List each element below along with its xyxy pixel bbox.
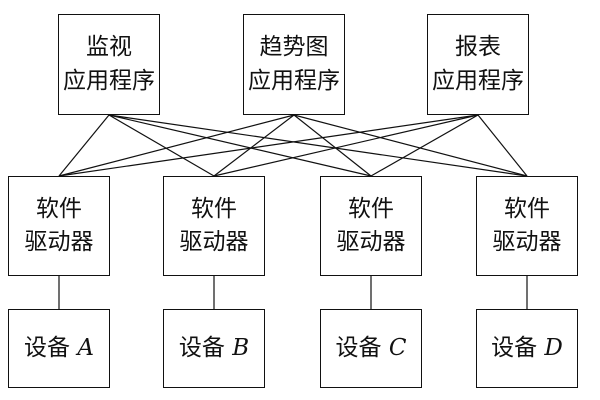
device-prefix: 设备	[335, 334, 382, 361]
app-label-line2: 应用程序	[63, 67, 155, 94]
device-prefix: 设备	[491, 334, 538, 361]
driver-label-line2: 驱动器	[179, 229, 249, 255]
driver-label-line2: 驱动器	[24, 229, 94, 255]
link-app3-driver4	[477, 114, 528, 177]
software-driver-box-1: 软件 驱动器	[8, 176, 110, 276]
link-app3-driver3	[370, 114, 479, 177]
app-label-line1: 趋势图	[259, 34, 329, 61]
driver-label-line2: 驱动器	[336, 229, 406, 255]
link-app2-driver3	[293, 114, 372, 177]
device-box-b: 设备 B	[163, 309, 265, 388]
device-label: 设备 D	[491, 332, 563, 365]
link-app1-driver4	[108, 114, 528, 177]
trend-application-box: 趋势图 应用程序	[243, 14, 345, 115]
device-label: 设备 B	[179, 332, 249, 365]
link-app2-driver4	[293, 114, 528, 177]
report-application-box: 报表 应用程序	[427, 14, 529, 115]
link-app1-driver3	[108, 114, 372, 177]
driver-label-line2: 驱动器	[492, 229, 562, 255]
link-app2-driver1	[58, 114, 295, 177]
device-letter: C	[388, 334, 407, 361]
device-box-d: 设备 D	[476, 309, 578, 388]
software-driver-box-3: 软件 驱动器	[320, 176, 422, 276]
driver-label-line1: 软件	[36, 195, 82, 222]
device-letter: D	[544, 334, 563, 361]
link-app1-driver2	[108, 114, 215, 177]
device-box-a: 设备 A	[8, 309, 110, 388]
device-prefix: 设备	[178, 334, 225, 361]
software-driver-box-2: 软件 驱动器	[163, 176, 265, 276]
device-box-c: 设备 C	[320, 309, 422, 388]
device-letter: B	[232, 334, 250, 361]
device-letter: A	[77, 334, 94, 361]
device-label: 设备 A	[24, 332, 94, 365]
software-driver-box-4: 软件 驱动器	[476, 176, 578, 276]
driver-label-line1: 软件	[504, 195, 550, 222]
app-label-line1: 报表	[455, 34, 501, 61]
app-label-line2: 应用程序	[248, 67, 340, 94]
driver-label-line1: 软件	[191, 195, 237, 222]
link-app2-driver2	[213, 114, 295, 177]
driver-label-line1: 软件	[348, 195, 394, 222]
monitor-application-box: 监视 应用程序	[58, 14, 160, 115]
device-prefix: 设备	[24, 334, 71, 361]
app-label-line2: 应用程序	[432, 67, 524, 94]
device-label: 设备 C	[336, 332, 407, 365]
link-app1-driver1	[58, 114, 110, 177]
link-app3-driver1	[58, 114, 479, 177]
app-label-line1: 监视	[86, 34, 132, 61]
link-app3-driver2	[213, 114, 479, 177]
